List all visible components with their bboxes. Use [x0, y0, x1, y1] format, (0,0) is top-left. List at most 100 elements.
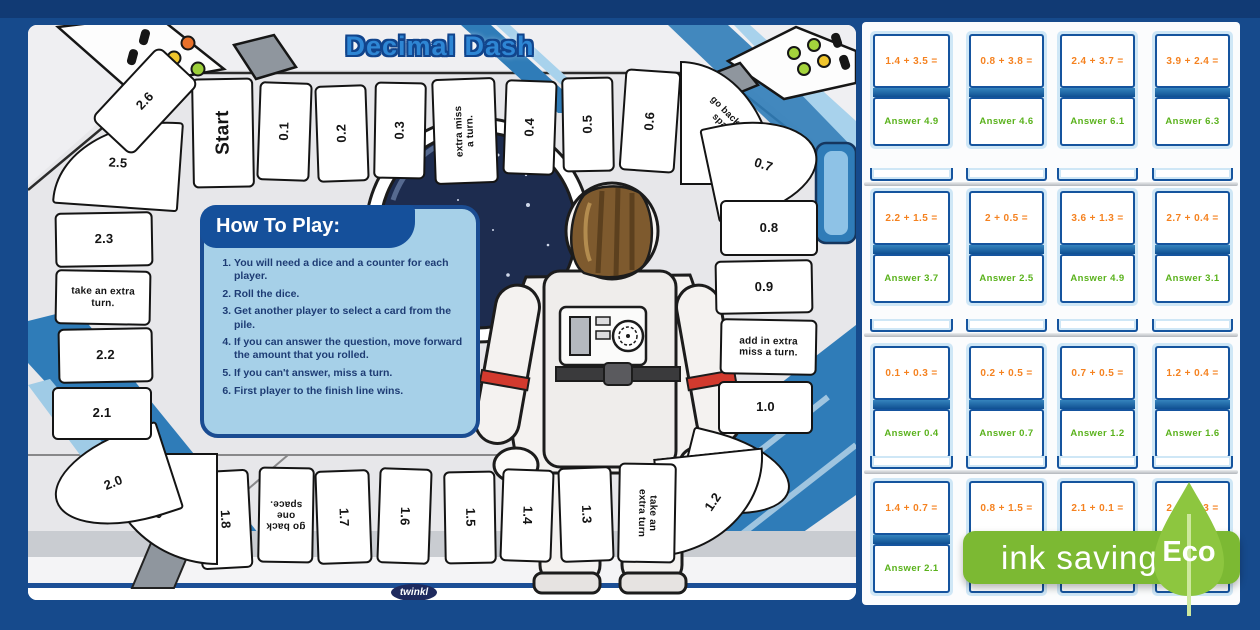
- board-space-label: 0.7: [752, 154, 775, 175]
- board-space-label: 1.0: [756, 399, 775, 415]
- board-space-label: 1.5: [463, 508, 479, 527]
- door-panel: [814, 141, 856, 245]
- answer-card: Answer 6.3: [1155, 97, 1230, 146]
- board-space-s22: 2.2: [57, 327, 154, 384]
- question-answer-card: 0.8 + 3.8 =Answer 4.6: [966, 31, 1047, 149]
- card-sheet-edge-fragment: [1057, 168, 1138, 181]
- card-sheet-edge-fragment: [966, 319, 1047, 332]
- board-space-label: 0.9: [754, 278, 774, 294]
- question-answer-card: 2.2 + 1.5 = Answer 3.7: [870, 188, 953, 306]
- question-card: 2.2 + 1.5 =: [873, 191, 950, 245]
- board-space-s09: 0.9: [714, 259, 814, 315]
- board-space-label: 0.8: [759, 219, 779, 235]
- board-space-takeextra_bottom: take an extra turn: [617, 462, 677, 564]
- card-sheet-edge-fragment: [870, 456, 953, 469]
- card-sheet-edge-fragment: [1057, 456, 1138, 469]
- question-answer-card: 2.4 + 3.7 =Answer 6.1: [1057, 31, 1138, 149]
- board-space-label: 1.4: [519, 505, 536, 526]
- question-card: 0.8 + 1.5 =: [969, 481, 1044, 535]
- question-answer-card: 2 + 0.5 =Answer 2.5: [966, 188, 1047, 306]
- how-to-play-step: If you can answer the question, move for…: [234, 336, 466, 362]
- board-space-label: 1.8: [217, 509, 234, 530]
- card-sheet-edge-fragment: [1057, 319, 1138, 332]
- answer-card: Answer 1.6: [1155, 409, 1230, 458]
- question-answer-card: 2.7 + 0.4 = Answer 3.1: [1152, 188, 1233, 306]
- board-space-label: go back one space.: [266, 498, 306, 533]
- board-space-label: 2.3: [94, 231, 114, 247]
- board-space-label: take an extra turn.: [71, 285, 136, 309]
- question-card: 2.7 + 0.4 =: [1155, 191, 1230, 245]
- question-answer-card: 1.4 + 0.7 =Answer 2.1: [870, 478, 953, 596]
- board-space-start: Start: [191, 77, 255, 189]
- board-space-s01: 0.1: [256, 81, 313, 182]
- twinkl-logo: twinkl: [388, 584, 440, 600]
- board-space-label: 0.6: [641, 111, 658, 131]
- answer-card: Answer 4.9: [1060, 254, 1135, 303]
- answer-card: Answer 3.7: [873, 254, 950, 303]
- answer-card: Answer 0.7: [969, 409, 1044, 458]
- board-space-s04: 0.4: [502, 79, 558, 176]
- how-to-play-step: If you can't answer, miss a turn.: [234, 367, 466, 380]
- question-card: 1.4 + 3.5 =: [873, 34, 950, 88]
- question-card: 2.4 + 3.7 =: [1060, 34, 1135, 88]
- board-space-label: 1.7: [336, 507, 353, 527]
- board-space-label: 0.2: [333, 123, 350, 144]
- board-space-label: 0.4: [521, 117, 538, 138]
- board-space-label: 1.2: [700, 489, 724, 514]
- card-divider-band: [969, 245, 1044, 254]
- board-space-label: 2.2: [96, 347, 115, 363]
- question-card: 3.9 + 2.4 =: [1155, 34, 1230, 88]
- card-divider-band: [969, 400, 1044, 409]
- question-answer-card: 3.9 + 2.4 = Answer 6.3: [1152, 31, 1233, 149]
- board-space-extramiss_top: extra miss a turn.: [431, 76, 499, 186]
- twinkl-logo-cloud: twinkl: [391, 584, 437, 600]
- board-space-s21: 2.1: [52, 387, 152, 440]
- board-space-label: 0.5: [579, 115, 595, 134]
- card-divider-band: [969, 88, 1044, 97]
- board-space-s23: 2.3: [54, 211, 154, 268]
- sheet-separator-line: [864, 470, 1238, 474]
- board-space-s06: 0.6: [618, 68, 682, 174]
- eco-label: Eco: [1162, 536, 1216, 568]
- card-sheet-edge-fragment: [966, 456, 1047, 469]
- answer-card: Answer 4.9: [873, 97, 950, 146]
- board-space-s13: 1.3: [557, 466, 615, 563]
- board-space-s15: 1.5: [443, 470, 497, 565]
- sheet-separator-line: [864, 182, 1238, 186]
- question-answer-card: 0.7 + 0.5 =Answer 1.2: [1057, 343, 1138, 461]
- how-to-play-panel: How To Play: You will need a dice and a …: [200, 205, 480, 438]
- board-space-label: 0.1: [275, 121, 292, 142]
- board-space-s08: 0.8: [720, 200, 818, 256]
- board-space-s02: 0.2: [314, 84, 370, 183]
- question-answer-card: 1.2 + 0.4 = Answer 1.6: [1152, 343, 1233, 461]
- board-space-label: extra miss a turn.: [452, 105, 477, 158]
- answer-card: Answer 3.1: [1155, 254, 1230, 303]
- eco-leaf-icon: Eco: [1142, 478, 1236, 620]
- board-space-label: Start: [211, 110, 234, 156]
- answer-card: Answer 0.4: [873, 409, 950, 458]
- question-card: 1.2 + 0.4 =: [1155, 346, 1230, 400]
- how-to-play-step: First player to the finish line wins.: [234, 385, 466, 398]
- question-card: 2 + 0.5 =: [969, 191, 1044, 245]
- top-border-band: [0, 0, 1260, 18]
- card-sheet-edge-fragment: [1152, 319, 1233, 332]
- question-answer-card: 1.4 + 3.5 = Answer 4.9: [870, 31, 953, 149]
- how-to-play-step: Get another player to select a card from…: [234, 305, 466, 331]
- question-card: 0.8 + 3.8 =: [969, 34, 1044, 88]
- card-divider-band: [873, 245, 950, 254]
- card-divider-band: [1155, 400, 1230, 409]
- question-card: 0.7 + 0.5 =: [1060, 346, 1135, 400]
- how-to-play-steps: You will need a dice and a counter for e…: [210, 257, 466, 398]
- question-card: 1.4 + 0.7 =: [873, 481, 950, 535]
- question-answer-card: 0.2 + 0.5 = Answer 0.7: [966, 343, 1047, 461]
- question-answer-card: 3.6 + 1.3 =Answer 4.9: [1057, 188, 1138, 306]
- board-space-s14: 1.4: [499, 468, 555, 563]
- board-space-label: 2.5: [108, 154, 128, 171]
- question-card: 0.2 + 0.5 =: [969, 346, 1044, 400]
- board-space-label: 2.6: [132, 88, 157, 113]
- board-space-goback_bottom: go back one space.: [257, 466, 315, 564]
- card-divider-band: [1060, 88, 1135, 97]
- board-space-addmiss_right: add in extra miss a turn.: [719, 318, 818, 376]
- board-space-label: 2.1: [92, 405, 112, 421]
